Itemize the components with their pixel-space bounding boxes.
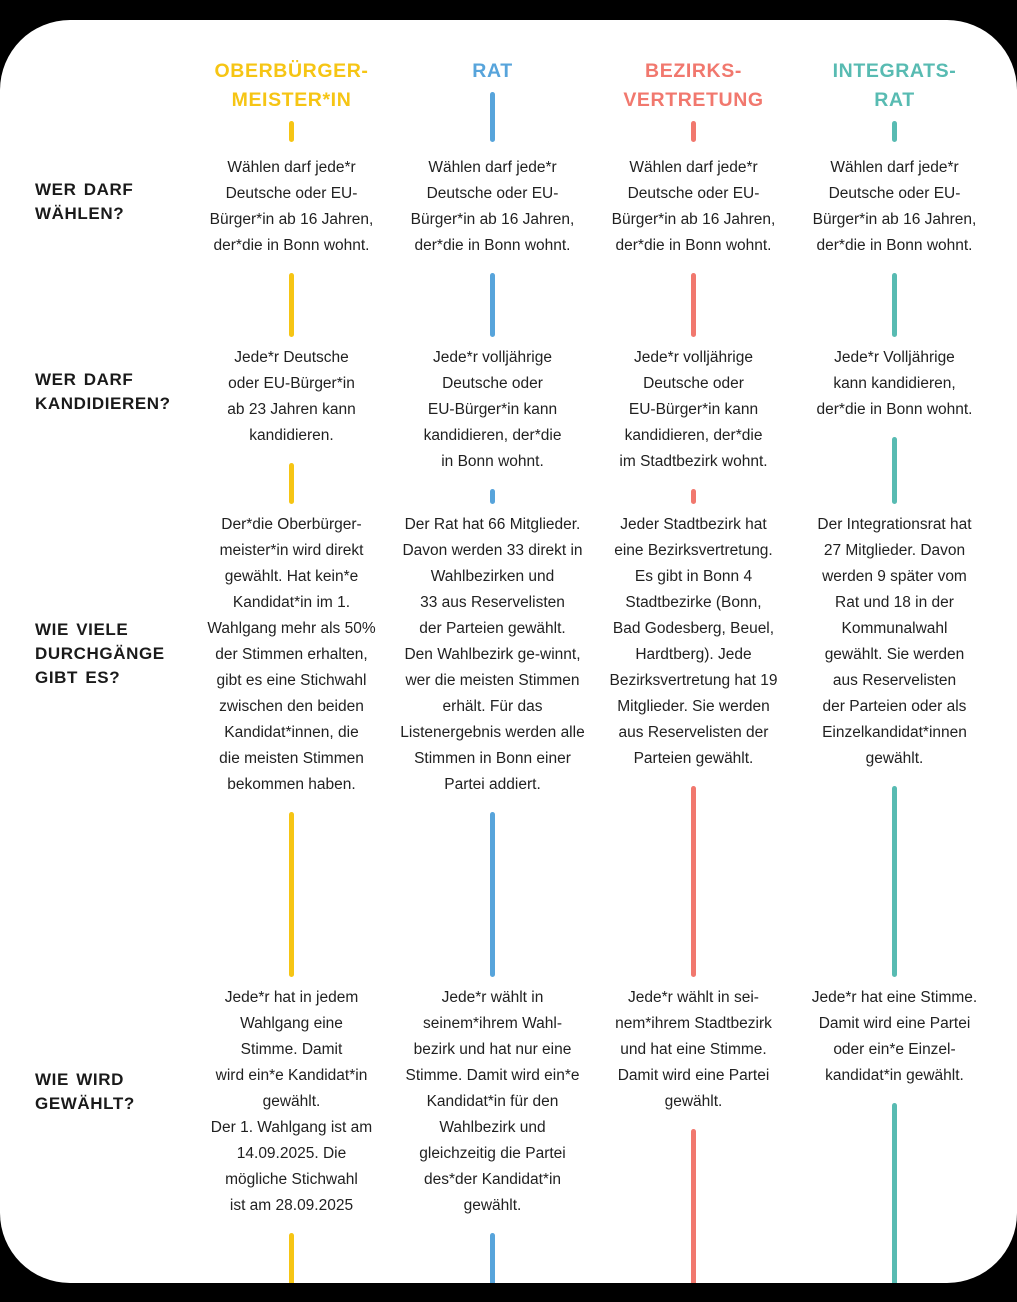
cell-text: Wählen darf jede*r Deutsche oder EU- Bür… bbox=[812, 159, 977, 254]
connector-line bbox=[490, 489, 495, 504]
cell-gewaehlt-bezirksvertretung: Jede*r wählt in sei- nem*ihrem Stadtbezi… bbox=[599, 985, 788, 1283]
row-question-label: WIE WIRD GEWÄHLT? bbox=[35, 1070, 135, 1113]
connector-line bbox=[691, 786, 696, 977]
cell-text: Jede*r hat eine Stimme. Damit wird eine … bbox=[811, 989, 978, 1084]
row-question-label: WER DARF KANDIDIEREN? bbox=[35, 370, 171, 413]
connector-line bbox=[289, 1233, 294, 1283]
cell-waehlen-integratsrat: Wählen darf jede*r Deutsche oder EU- Bür… bbox=[800, 155, 989, 345]
cell-durchgaenge-integratsrat: Der Integrationsrat hat 27 Mitglieder. D… bbox=[800, 512, 989, 985]
row-question-label: WIE VIELE DURCHGÄNGE GIBT ES? bbox=[35, 620, 165, 687]
cell-kandidieren-integratsrat: Jede*r Volljährige kann kandidieren, der… bbox=[800, 345, 989, 512]
cell-text: Jeder Stadtbezirk hat eine Bezirksvertre… bbox=[609, 516, 778, 767]
row-question-wie-viele-durchgaenge: WIE VIELE DURCHGÄNGE GIBT ES? bbox=[35, 512, 185, 985]
cell-text: Jede*r Deutsche oder EU-Bürger*in ab 23 … bbox=[227, 349, 356, 444]
row-question-wie-wird-gewaehlt: WIE WIRD GEWÄHLT? bbox=[35, 985, 185, 1283]
connector-line bbox=[892, 273, 897, 337]
connector-line bbox=[289, 463, 294, 504]
cell-kandidieren-rat: Jede*r volljährige Deutsche oder EU-Bürg… bbox=[398, 345, 587, 512]
cell-text: Jede*r wählt in sei- nem*ihrem Stadtbezi… bbox=[615, 989, 772, 1110]
connector-line bbox=[691, 273, 696, 337]
header-connector-line bbox=[691, 121, 696, 142]
cell-durchgaenge-oberbuergermeister: Der*die Oberbürger- meister*in wird dire… bbox=[197, 512, 386, 985]
connector-line bbox=[490, 812, 495, 977]
cell-text: Der Rat hat 66 Mitglieder. Davon werden … bbox=[400, 516, 585, 793]
cell-waehlen-rat: Wählen darf jede*r Deutsche oder EU- Bür… bbox=[398, 155, 587, 345]
header-connector-line bbox=[892, 121, 897, 142]
cell-text: Jede*r Volljährige kann kandidieren, der… bbox=[816, 349, 973, 418]
cell-gewaehlt-oberbuergermeister: Jede*r hat in jedem Wahlgang eine Stimme… bbox=[197, 985, 386, 1283]
connector-line bbox=[289, 812, 294, 977]
cell-durchgaenge-bezirksvertretung: Jeder Stadtbezirk hat eine Bezirksvertre… bbox=[599, 512, 788, 985]
header-connector-line bbox=[490, 92, 495, 142]
cell-text: Der Integrationsrat hat 27 Mitglieder. D… bbox=[817, 516, 972, 767]
column-header-label: BEZIRKS- VERTRETUNG bbox=[623, 60, 764, 111]
cell-waehlen-oberbuergermeister: Wählen darf jede*r Deutsche oder EU- Bür… bbox=[197, 155, 386, 345]
cell-text: Jede*r volljährige Deutsche oder EU-Bürg… bbox=[619, 349, 768, 470]
column-bezirksvertretung-header: BEZIRKS- VERTRETUNG bbox=[599, 20, 788, 155]
row-question-wer-darf-kandidieren: WER DARF KANDIDIEREN? bbox=[35, 345, 185, 512]
connector-line bbox=[289, 273, 294, 337]
cell-text: Jede*r hat in jedem Wahlgang eine Stimme… bbox=[210, 989, 373, 1214]
connector-line bbox=[691, 489, 696, 504]
cell-gewaehlt-integratsrat: Jede*r hat eine Stimme. Damit wird eine … bbox=[800, 985, 989, 1283]
column-integratsrat-header: INTEGRATS- RAT bbox=[800, 20, 989, 155]
cell-gewaehlt-rat: Jede*r wählt in seinem*ihrem Wahl- bezir… bbox=[398, 985, 587, 1283]
column-oberbuergermeister-header: OBERBÜRGER- MEISTER*IN bbox=[197, 20, 386, 155]
cell-text: Der*die Oberbürger- meister*in wird dire… bbox=[207, 516, 376, 793]
connector-line bbox=[691, 1129, 696, 1283]
infographic-sheet: OBERBÜRGER- MEISTER*IN RAT BEZIRKS- VERT… bbox=[0, 20, 1017, 1283]
cell-text: Wählen darf jede*r Deutsche oder EU- Bür… bbox=[209, 159, 374, 254]
cell-kandidieren-oberbuergermeister: Jede*r Deutsche oder EU-Bürger*in ab 23 … bbox=[197, 345, 386, 512]
cell-text: Jede*r wählt in seinem*ihrem Wahl- bezir… bbox=[405, 989, 580, 1214]
row-question-wer-darf-waehlen: WER DARF WÄHLEN? bbox=[35, 155, 185, 345]
connector-line bbox=[892, 786, 897, 977]
header-connector-line bbox=[289, 121, 294, 142]
column-rat-header: RAT bbox=[398, 20, 587, 155]
row-question-label: WER DARF WÄHLEN? bbox=[35, 180, 134, 223]
connector-line bbox=[490, 273, 495, 337]
column-header-label: RAT bbox=[472, 60, 513, 82]
column-header-label: INTEGRATS- RAT bbox=[832, 60, 957, 111]
column-header-label: OBERBÜRGER- MEISTER*IN bbox=[214, 60, 369, 111]
connector-line bbox=[490, 1233, 495, 1283]
cell-kandidieren-bezirksvertretung: Jede*r volljährige Deutsche oder EU-Bürg… bbox=[599, 345, 788, 512]
header-spacer bbox=[35, 20, 185, 155]
connector-line bbox=[892, 1103, 897, 1283]
cell-text: Jede*r volljährige Deutsche oder EU-Bürg… bbox=[423, 349, 562, 470]
cell-waehlen-bezirksvertretung: Wählen darf jede*r Deutsche oder EU- Bür… bbox=[599, 155, 788, 345]
cell-durchgaenge-rat: Der Rat hat 66 Mitglieder. Davon werden … bbox=[398, 512, 587, 985]
cell-text: Wählen darf jede*r Deutsche oder EU- Bür… bbox=[410, 159, 575, 254]
connector-line bbox=[892, 437, 897, 504]
cell-text: Wählen darf jede*r Deutsche oder EU- Bür… bbox=[611, 159, 776, 254]
